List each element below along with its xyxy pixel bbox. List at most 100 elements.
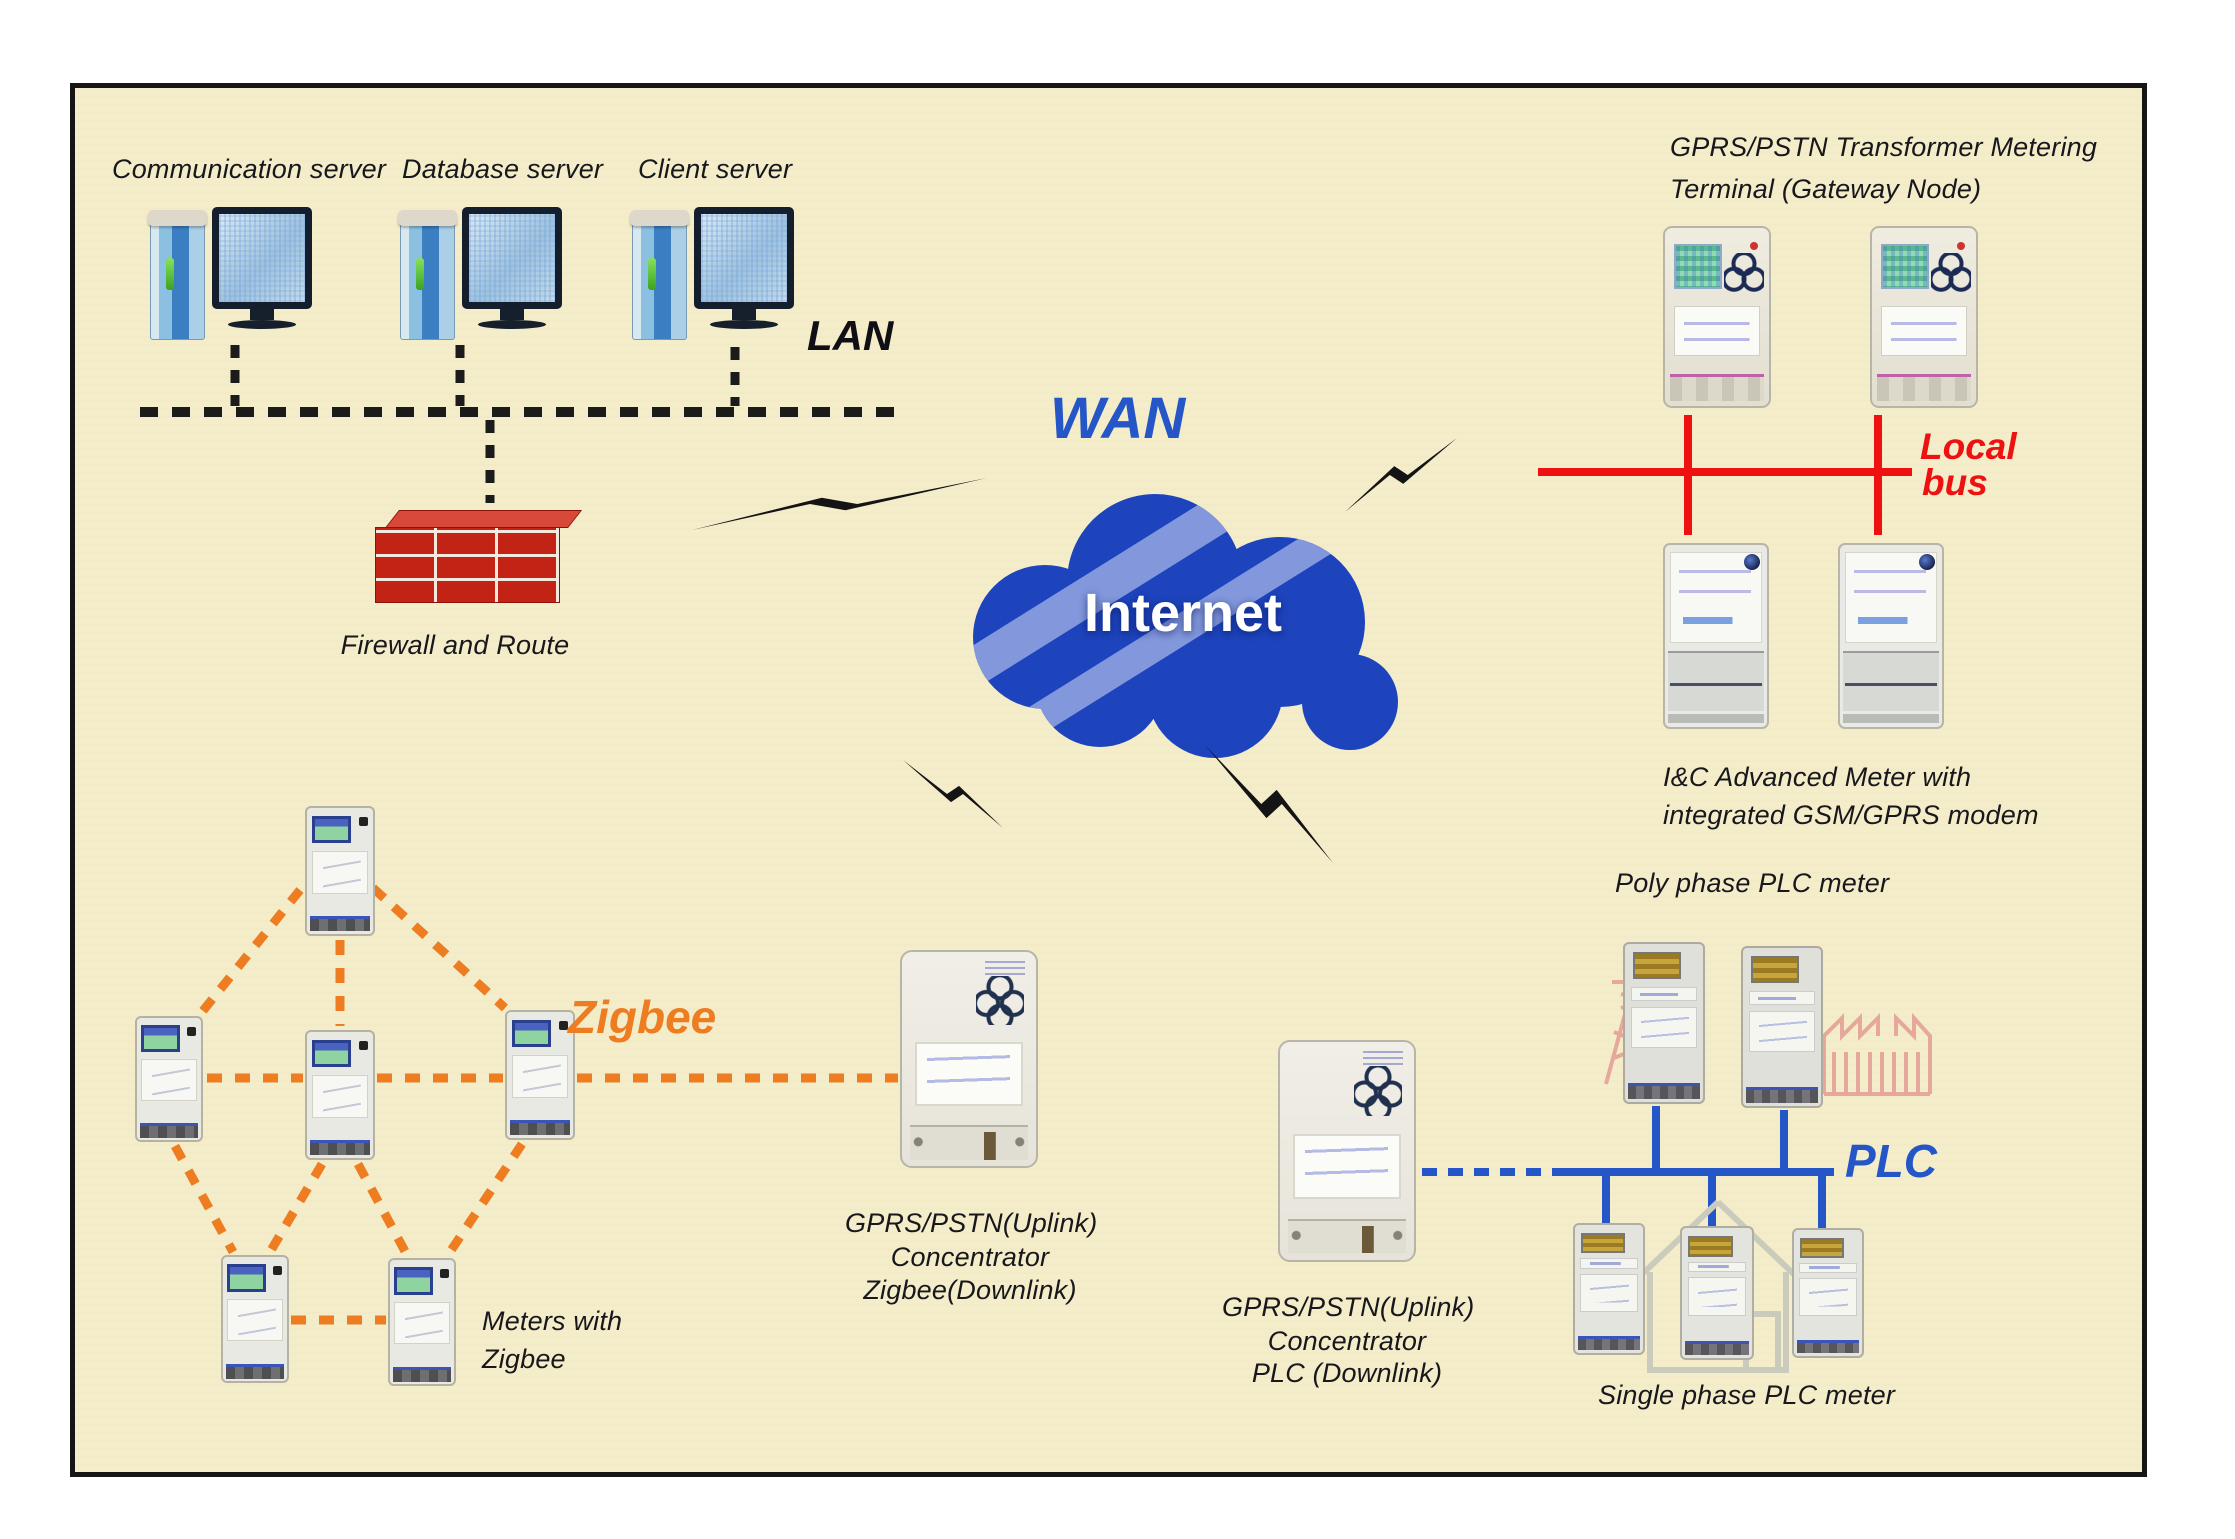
meter-terminal-strip [139, 1122, 199, 1138]
database-server-label: Database server [402, 154, 604, 184]
meter-dot [358, 1040, 368, 1050]
meter-terminal-strip [1668, 714, 1764, 724]
single-phase-meter-1 [1573, 1223, 1645, 1355]
concentrator-zigbee-label-line3: Zigbee(Downlink) [863, 1275, 1077, 1305]
communication-server-label: Communication server [112, 154, 387, 184]
meter-lcd [227, 1264, 266, 1292]
meter-lower-body [1843, 650, 1939, 711]
poly-phase-meter-1 [1623, 942, 1705, 1104]
local-bus-label-line1: Local [1920, 426, 2017, 467]
meter-dot [439, 1268, 449, 1278]
concentrator-plc-label-line3: PLC (Downlink) [1251, 1358, 1443, 1388]
zigbee-meter-mid-right [505, 1010, 575, 1140]
meter-lcd [1688, 1235, 1734, 1257]
lightning-bolt-icon [1205, 745, 1333, 863]
monitor-base [478, 320, 546, 329]
meter-terminal-strip [1670, 373, 1764, 401]
meter-terminal-strip [309, 916, 371, 932]
device-terminal-strip [1288, 1218, 1406, 1254]
internet-label: Internet [1083, 583, 1283, 643]
zigbee-meter-mid-center [305, 1030, 375, 1160]
zigbee-meter-top [305, 806, 375, 936]
meter-dot [558, 1020, 568, 1030]
meter-label-panel [1881, 306, 1967, 357]
concentrator-plc-label-line2: Concentrator [1267, 1326, 1427, 1356]
meter-terminal-strip [1843, 714, 1939, 724]
device-text-lines [1363, 1050, 1404, 1066]
meter-terminal-strip [509, 1120, 571, 1136]
meter-terminal-strip [309, 1140, 371, 1156]
local-bus-label-line2: bus [1922, 462, 1988, 503]
meter-dot [272, 1265, 282, 1275]
firewall-top-face [385, 510, 583, 528]
device-text-lines [985, 960, 1026, 976]
meter-lcd [1800, 1237, 1844, 1258]
monitor-screen [219, 214, 305, 302]
server-monitor-3 [694, 207, 794, 329]
meter-dial-icon [1724, 252, 1764, 294]
concentrator-zigbee-label-line2: Concentrator [890, 1242, 1050, 1272]
single-phase-label: Single phase PLC meter [1598, 1380, 1896, 1410]
monitor-stand [732, 309, 756, 320]
meter-label-panel [1674, 306, 1760, 357]
concentrator-plc [1278, 1040, 1416, 1262]
internet-cloud [973, 494, 1398, 758]
meter-label-panel [1580, 1273, 1638, 1313]
server-monitor-1 [212, 207, 312, 329]
meter-lcd [511, 1019, 552, 1048]
device-label-panel [915, 1041, 1023, 1107]
monitor-stand [250, 309, 274, 320]
meter-lower-body [1668, 650, 1764, 711]
ic-advanced-meter-1 [1663, 543, 1769, 729]
meter-dot [358, 816, 368, 826]
meter-knob [1743, 554, 1760, 571]
zigbee-meter-bottom-left [221, 1255, 289, 1383]
meter-label-bar [1631, 986, 1697, 1001]
meter-lcd [1632, 951, 1682, 979]
monitor-screen [469, 214, 555, 302]
meter-label-panel [141, 1059, 197, 1101]
meter-label-bar [1799, 1262, 1857, 1273]
meter-terminal-strip [1746, 1087, 1818, 1103]
dial-emblem-icon [1353, 1065, 1402, 1117]
meter-label-panel [311, 1074, 369, 1118]
meter-label-panel [227, 1299, 283, 1342]
device-terminal-strip [910, 1125, 1028, 1160]
meter-label-bar [1749, 990, 1815, 1005]
meter-lcd [1674, 244, 1723, 289]
meter-label-panel [1687, 1277, 1747, 1317]
server-tower-2 [398, 209, 457, 340]
meter-label-panel [1631, 1007, 1697, 1049]
meter-lcd [394, 1267, 433, 1295]
client-server-label: Client server [638, 154, 793, 184]
ic-meter-label-line2: integrated GSM/GPRS modem [1663, 800, 2039, 830]
lan-label: LAN [807, 312, 894, 359]
gateway-label-line2: Terminal (Gateway Node) [1670, 174, 1982, 204]
ic-meter-label-line1: I&C Advanced Meter with [1663, 762, 1972, 792]
meter-lcd [1581, 1232, 1625, 1254]
factory-icon [1822, 1012, 1932, 1096]
meter-label-panel [394, 1302, 450, 1345]
meter-terminal-strip [1796, 1339, 1860, 1354]
monitor-screen [701, 214, 787, 302]
meter-label-panel [511, 1054, 569, 1098]
zigbee-label: Zigbee [568, 991, 717, 1043]
meter-dot [186, 1026, 196, 1036]
lightning-bolt-icon [692, 478, 987, 530]
single-phase-meter-2 [1680, 1226, 1754, 1360]
meters-with-zigbee-label-line2: Zigbee [482, 1344, 566, 1374]
wan-label: WAN [1050, 386, 1186, 451]
server-monitor-2 [462, 207, 562, 329]
lightning-bolt-icon [903, 760, 1003, 828]
single-phase-meter-3 [1792, 1228, 1864, 1358]
meter-dial-icon [1931, 252, 1971, 294]
meter-lcd [1750, 955, 1800, 983]
meter-label-panel [311, 850, 369, 894]
poly-phase-meter-2 [1741, 946, 1823, 1108]
zigbee-meter-bottom-right [388, 1258, 456, 1386]
firewall-icon [375, 510, 583, 605]
house-icon [1633, 1199, 1803, 1373]
monitor-stand [500, 309, 524, 320]
server-tower-1 [148, 209, 207, 340]
